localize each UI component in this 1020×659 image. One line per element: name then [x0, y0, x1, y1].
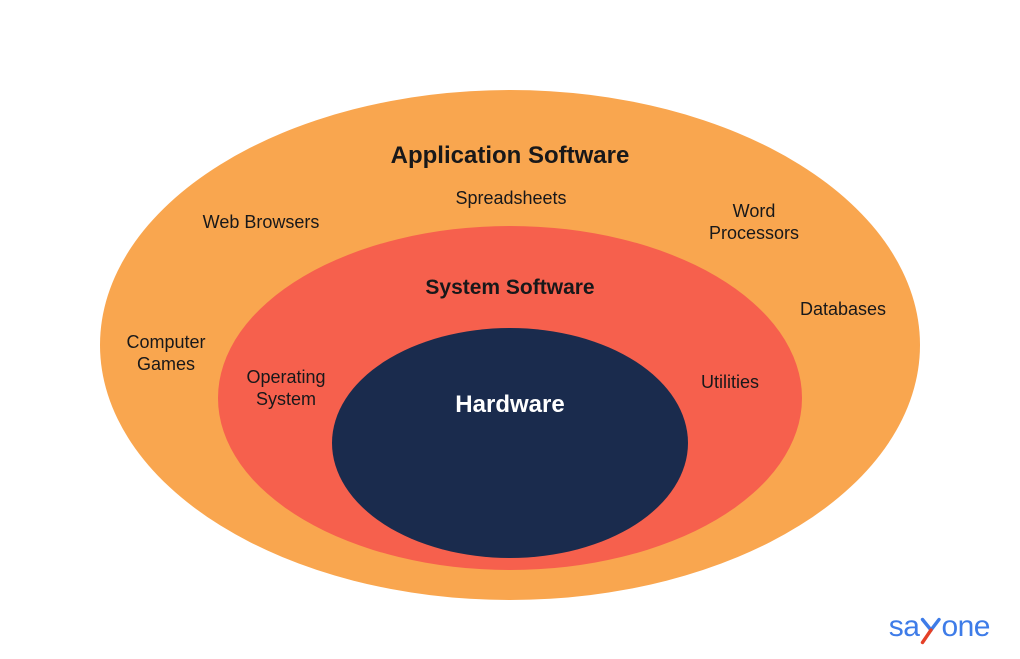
- hardware-title: Hardware: [455, 391, 565, 418]
- application-software-title: Application Software: [390, 142, 630, 169]
- logo-y-chevron-icon: [921, 617, 942, 645]
- label-word-processors: Word Processors: [708, 201, 800, 243]
- label-computer-games: Computer Games: [126, 332, 206, 374]
- system-software-title: System Software: [425, 276, 595, 299]
- label-utilities: Utilities: [700, 372, 760, 392]
- logo-text-sa: sa: [888, 610, 920, 643]
- logo-text-one: one: [941, 610, 990, 643]
- sayone-logo: sa one: [889, 610, 990, 645]
- hardware-layer: [332, 328, 688, 558]
- label-databases: Databases: [799, 299, 887, 319]
- label-spreadsheets: Spreadsheets: [455, 188, 567, 208]
- label-web-browsers: Web Browsers: [202, 212, 320, 232]
- label-operating-system: Operating System: [246, 367, 326, 409]
